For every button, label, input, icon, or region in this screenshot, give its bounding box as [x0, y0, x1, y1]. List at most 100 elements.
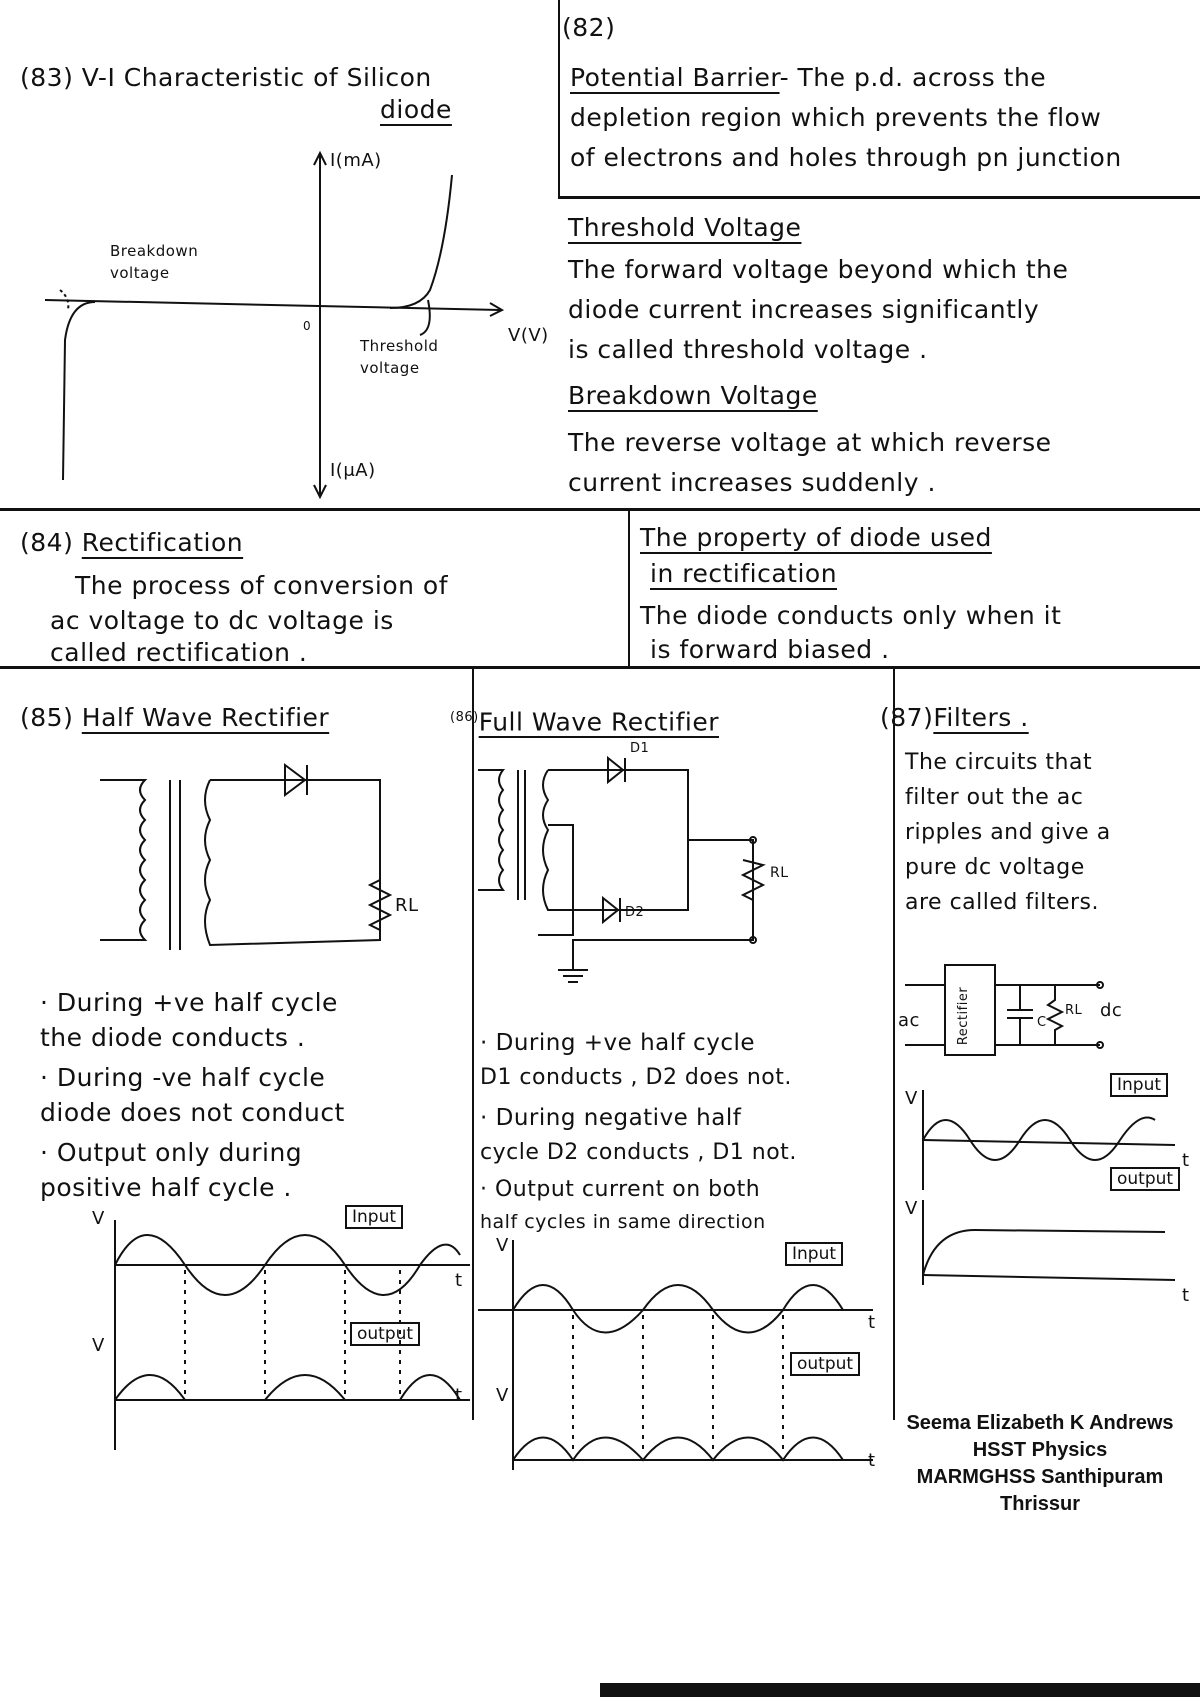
- primary-coil: [100, 779, 148, 941]
- primary-coil: [478, 769, 506, 891]
- t-label: t: [1182, 1285, 1190, 1306]
- author-signature: Seema Elizabeth K Andrews HSST Physics M…: [880, 1410, 1200, 1518]
- text-line: are called filters.: [905, 890, 1099, 915]
- bullet: diode does not conduct: [40, 1098, 345, 1127]
- y-axis-label-bottom: I(μA): [330, 460, 376, 481]
- text-line: diode current increases significantly: [568, 295, 1040, 324]
- ground-icon: [558, 969, 588, 983]
- text-line: pure dc voltage: [905, 855, 1085, 880]
- secondary-coil: [204, 779, 393, 947]
- property-heading-2: in rectification: [650, 559, 838, 588]
- diode-d1-icon: [607, 755, 626, 785]
- rl-label: RL: [1065, 1003, 1083, 1018]
- text-line: The reverse voltage at which reverse: [568, 428, 1052, 457]
- t-label: t: [868, 1450, 876, 1471]
- vi-graph: [44, 150, 505, 500]
- t-label: t: [455, 1385, 463, 1406]
- v-label: V: [905, 1088, 918, 1109]
- input-tag: Input: [785, 1242, 844, 1266]
- text-line: ripples and give a: [905, 820, 1111, 845]
- v-label: V: [92, 1208, 105, 1229]
- bullet: · Output current on both: [480, 1177, 761, 1202]
- dc-label: dc: [1100, 1000, 1123, 1021]
- text-line: The diode conducts only when it: [640, 601, 1062, 630]
- section-number: (86): [450, 710, 479, 725]
- full-wave-graphs: [478, 1240, 873, 1470]
- full-wave-circuit: [478, 755, 766, 983]
- v-label: V: [496, 1385, 509, 1406]
- x-axis: [44, 299, 501, 311]
- reverse-curve: [62, 301, 96, 481]
- output-tag: output: [350, 1322, 421, 1346]
- d2-label: D2: [625, 905, 645, 920]
- output-tag: output: [790, 1352, 861, 1376]
- half-wave-circuit: [100, 763, 393, 950]
- half-wave-title: Half Wave Rectifier: [81, 703, 330, 732]
- text-line: is forward biased .: [650, 635, 890, 664]
- page-bottom-bar: [600, 1683, 1200, 1697]
- rectifier-block: [944, 964, 996, 1056]
- forward-curve: [389, 174, 453, 309]
- bullet: the diode conducts .: [40, 1023, 306, 1052]
- t-label: t: [1182, 1150, 1190, 1171]
- bullet: half cycles in same direction: [480, 1211, 766, 1233]
- bullet: · During -ve half cycle: [40, 1063, 326, 1092]
- bullet: · Output only during: [40, 1138, 303, 1167]
- half-wave-graphs: [114, 1220, 470, 1450]
- threshold-annotation: Threshold voltage: [360, 337, 439, 377]
- filter-graphs: [922, 1090, 1176, 1285]
- text-line: The circuits that: [905, 750, 1093, 775]
- vi-title: (83) V-I Characteristic of Silicon: [20, 60, 432, 96]
- text-line: current increases suddenly .: [568, 468, 936, 497]
- author-name: Seema Elizabeth K Andrews: [906, 1412, 1174, 1434]
- v-label: V: [905, 1198, 918, 1219]
- text-line: of electrons and holes through pn juncti…: [570, 143, 1122, 172]
- origin-label: 0: [303, 319, 312, 333]
- section-number: (87): [880, 703, 934, 732]
- secondary-coil: [542, 769, 689, 911]
- diode-d2-icon: [602, 895, 621, 925]
- divider: [893, 668, 895, 1420]
- vi-title-line2: diode: [380, 95, 452, 124]
- section-number: (84): [20, 528, 74, 557]
- bullet: D1 conducts , D2 does not.: [480, 1065, 792, 1090]
- x-axis-label: V(V): [508, 325, 549, 346]
- author-city: Thrissur: [999, 1493, 1081, 1515]
- rectifier-label: Rectifier: [956, 986, 972, 1046]
- bullet: cycle D2 conducts , D1 not.: [480, 1140, 797, 1165]
- text-line: is called threshold voltage .: [568, 335, 928, 364]
- property-heading: The property of diode used: [640, 523, 992, 552]
- v-label: V: [496, 1235, 509, 1256]
- author-school: MARMGHSS Santhipuram: [916, 1466, 1164, 1488]
- input-tag: Input: [1110, 1073, 1169, 1097]
- bullet: · During +ve half cycle: [40, 988, 338, 1017]
- divider: [0, 666, 1200, 669]
- breakdown-heading: Breakdown Voltage: [568, 381, 818, 410]
- rl-label: RL: [770, 865, 789, 881]
- capacitor-icon: [1007, 985, 1033, 1045]
- threshold-heading: Threshold Voltage: [568, 213, 802, 242]
- bullet: · During negative half: [480, 1105, 742, 1131]
- ac-label: ac: [898, 1010, 920, 1031]
- section-number: (85): [20, 703, 74, 732]
- rl-label: RL: [395, 895, 419, 916]
- divider: [558, 196, 1200, 199]
- potential-barrier-line: Potential Barrier- The p.d. across the: [570, 60, 1046, 96]
- half-wave-heading: (85) Half Wave Rectifier: [20, 700, 329, 736]
- text-line: The process of conversion of: [75, 571, 448, 600]
- input-tag: Input: [345, 1205, 404, 1229]
- divider: [0, 508, 1200, 511]
- full-wave-title: Full Wave Rectifier: [478, 707, 719, 737]
- text-line: - The p.d. across the: [779, 63, 1047, 92]
- input-wave: [512, 1284, 844, 1334]
- y-axis-label-top: I(mA): [330, 150, 382, 171]
- text-line: filter out the ac: [905, 785, 1084, 810]
- divider: [628, 510, 630, 668]
- section-number: (82): [562, 13, 616, 42]
- section-number: (83): [20, 63, 74, 92]
- input-wave: [114, 1234, 461, 1296]
- divider: [472, 668, 474, 1420]
- v-label: V: [92, 1335, 105, 1356]
- rectification-title: Rectification: [81, 528, 244, 557]
